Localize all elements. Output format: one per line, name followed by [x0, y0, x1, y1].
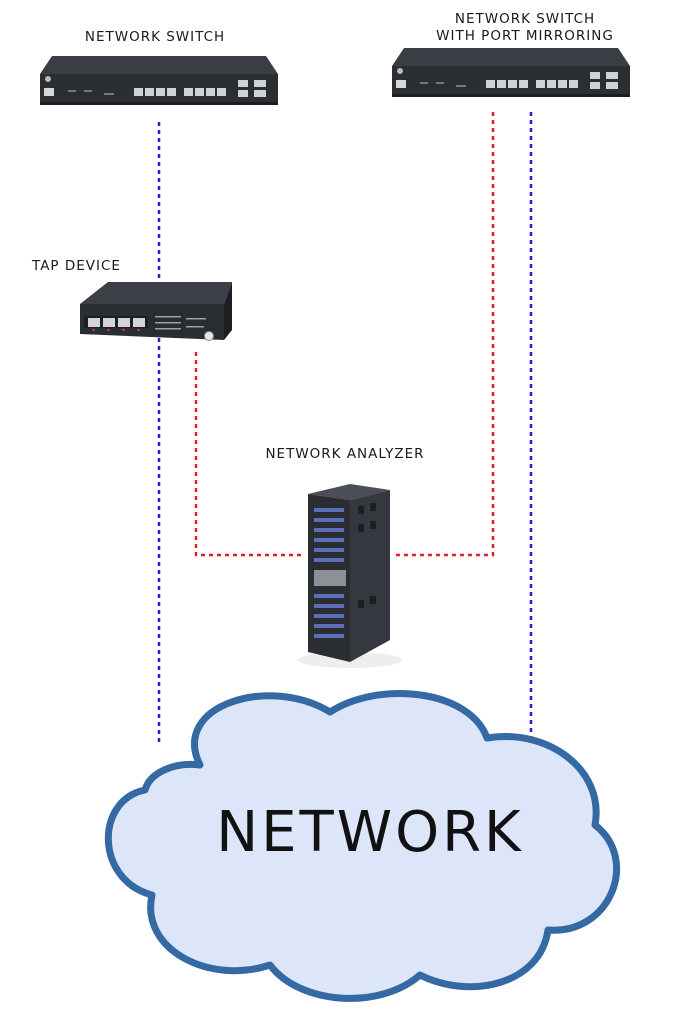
label-line-2: WITH PORT MIRRORING — [436, 28, 614, 44]
label-line-1: NETWORK SWITCH — [454, 11, 596, 27]
label-network-analyzer: NETWORK ANALYZER — [265, 446, 425, 462]
network-analyzer-rack — [298, 484, 402, 668]
label-tap-device: TAP DEVICE — [32, 258, 121, 274]
network-cloud — [104, 690, 621, 1002]
red-link-tap-to-analyzer — [194, 352, 305, 557]
label-network-cloud: NETWORK — [216, 800, 524, 865]
tap-device — [80, 282, 232, 341]
label-network-switch: NETWORK SWITCH — [84, 29, 226, 45]
network-switch-left — [40, 56, 278, 105]
red-link-mirror-to-analyzer — [395, 112, 495, 557]
label-network-switch-port-mirroring: NETWORK SWITCH WITH PORT MIRRORING — [400, 11, 650, 45]
connection-lines — [157, 112, 533, 742]
network-switch-right — [392, 48, 630, 97]
